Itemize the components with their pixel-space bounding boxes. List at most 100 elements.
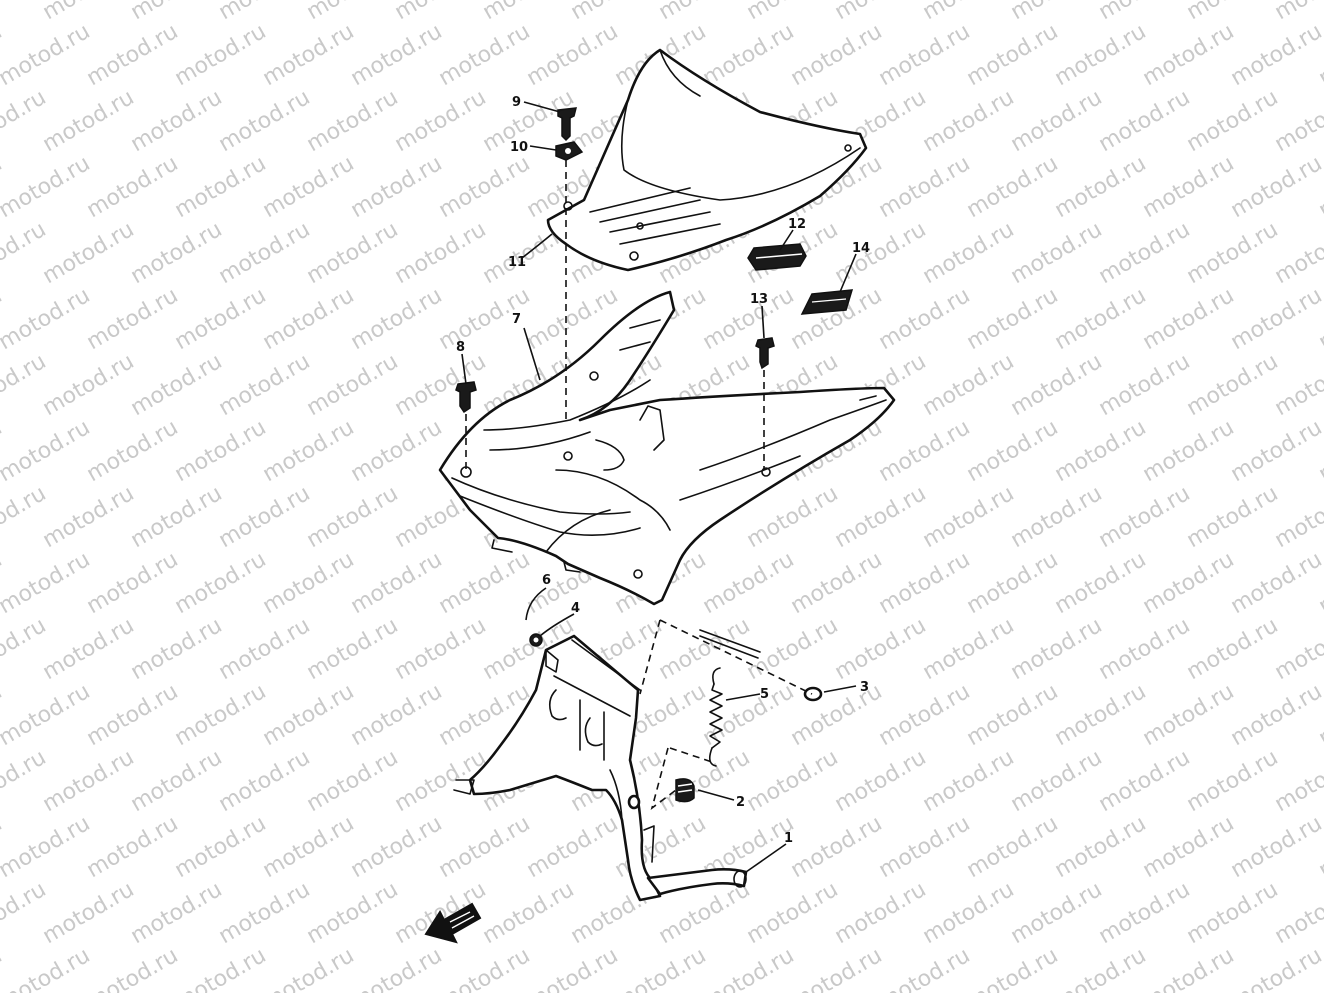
watermark-text: motod.ru <box>919 613 1019 685</box>
watermark-text: motod.ru <box>39 0 139 25</box>
callout-2: 2 <box>736 795 745 810</box>
watermark-text: motod.ru <box>919 217 1019 289</box>
watermark-text: motod.ru <box>963 679 1063 751</box>
watermark-text: motod.ru <box>435 943 535 993</box>
watermark-text: motod.ru <box>963 19 1063 91</box>
watermark-text: motod.ru <box>1271 349 1324 421</box>
part-9-screw <box>557 107 577 142</box>
watermark-text: motod.ru <box>39 613 139 685</box>
watermark-text: motod.ru <box>391 85 491 157</box>
watermark-text: motod.ru <box>347 19 447 91</box>
watermark-text: motod.ru <box>259 811 359 883</box>
watermark-text: motod.ru <box>303 877 403 949</box>
watermark-text: motod.ru <box>1051 283 1151 355</box>
watermark-text: motod.ru <box>1051 415 1151 487</box>
watermark-text: motod.ru <box>83 943 183 993</box>
watermark-text: motod.ru <box>1007 745 1107 817</box>
watermark-text: motod.ru <box>171 415 271 487</box>
watermark-text: motod.ru <box>699 283 799 355</box>
watermark-text: motod.ru <box>1227 811 1324 883</box>
watermark-text: motod.ru <box>523 811 623 883</box>
watermark-text: motod.ru <box>259 547 359 619</box>
watermark-text: motod.ru <box>347 679 447 751</box>
watermark-text: motod.ru <box>171 283 271 355</box>
watermark-text: motod.ru <box>127 613 227 685</box>
watermark-text: motod.ru <box>0 217 50 289</box>
watermark-text: motod.ru <box>259 943 359 993</box>
watermark-text: motod.ru <box>171 811 271 883</box>
watermark-text: motod.ru <box>1095 613 1195 685</box>
watermark-text: motod.ru <box>699 547 799 619</box>
watermark-text: motod.ru <box>611 943 711 993</box>
callout-12: 12 <box>788 217 806 232</box>
watermark-text: motod.ru <box>171 547 271 619</box>
leader-lines <box>461 101 857 873</box>
watermark-text: motod.ru <box>391 217 491 289</box>
watermark-text: motod.ru <box>1139 283 1239 355</box>
watermark-text: motod.ru <box>479 877 579 949</box>
callout-7: 7 <box>512 312 521 327</box>
watermark-text: motod.ru <box>1095 481 1195 553</box>
watermark-text: motod.ru <box>1183 877 1283 949</box>
watermark-text: motod.ru <box>787 811 887 883</box>
watermark-text: motod.ru <box>1095 0 1195 25</box>
watermark-text: motod.ru <box>39 745 139 817</box>
watermark-text: motod.ru <box>1007 877 1107 949</box>
watermark-text: motod.ru <box>303 85 403 157</box>
watermark-text: motod.ru <box>0 613 50 685</box>
part-12-rubber-pad <box>747 243 807 271</box>
watermark-text: motod.ru <box>1183 349 1283 421</box>
watermark-text: motod.ru <box>127 0 227 25</box>
watermark-text: motod.ru <box>523 943 623 993</box>
watermark-text: motod.ru <box>919 0 1019 25</box>
watermark-text: motod.ru <box>1139 811 1239 883</box>
watermark-text: motod.ru <box>699 19 799 91</box>
watermark-text: motod.ru <box>127 877 227 949</box>
watermark-text: motod.ru <box>347 943 447 993</box>
watermark-text: motod.ru <box>787 547 887 619</box>
watermark-text: motod.ru <box>1007 349 1107 421</box>
watermark-text: motod.ru <box>0 349 50 421</box>
watermark-text: motod.ru <box>831 745 931 817</box>
watermark-text: motod.ru <box>0 877 50 949</box>
watermark-text: motod.ru <box>83 811 183 883</box>
watermark-text: motod.ru <box>1139 415 1239 487</box>
callout-14: 14 <box>852 241 870 256</box>
watermark-text: motod.ru <box>83 415 183 487</box>
watermark-text: motod.ru <box>39 217 139 289</box>
part-6-spacer <box>699 629 761 659</box>
watermark-text: motod.ru <box>215 349 315 421</box>
watermark-text: motod.ru <box>127 217 227 289</box>
watermark-text: motod.ru <box>1183 0 1283 25</box>
watermark-text: motod.ru <box>303 349 403 421</box>
watermark-text: motod.ru <box>1095 85 1195 157</box>
watermark-text: motod.ru <box>655 0 755 25</box>
watermark-text: motod.ru <box>39 481 139 553</box>
watermark-text: motod.ru <box>259 415 359 487</box>
watermark-text: motod.ru <box>743 613 843 685</box>
watermark-text: motod.ru <box>1051 151 1151 223</box>
callout-8: 8 <box>456 340 465 355</box>
watermark-text: motod.ru <box>171 943 271 993</box>
watermark-text: motod.ru <box>0 679 94 751</box>
watermark-text: motod.ru <box>0 85 50 157</box>
watermark-text: motod.ru <box>1227 19 1324 91</box>
watermark-text: motod.ru <box>0 745 50 817</box>
watermark-text: motod.ru <box>127 745 227 817</box>
assembly-guides <box>465 160 813 811</box>
watermark-text: motod.ru <box>215 217 315 289</box>
watermark-text: motod.ru <box>1227 943 1324 993</box>
part-8-bolt <box>455 381 477 414</box>
watermark-text: motod.ru <box>919 877 1019 949</box>
watermark-text: motod.ru <box>743 877 843 949</box>
watermark-text: motod.ru <box>479 0 579 25</box>
part-14-pad <box>800 289 854 315</box>
part-2-collar <box>627 794 641 810</box>
watermark-text: motod.ru <box>567 0 667 25</box>
watermark-text: motod.ru <box>1051 679 1151 751</box>
watermark-text: motod.ru <box>1183 217 1283 289</box>
watermark-text: motod.ru <box>215 745 315 817</box>
watermark-text: motod.ru <box>1051 943 1151 993</box>
